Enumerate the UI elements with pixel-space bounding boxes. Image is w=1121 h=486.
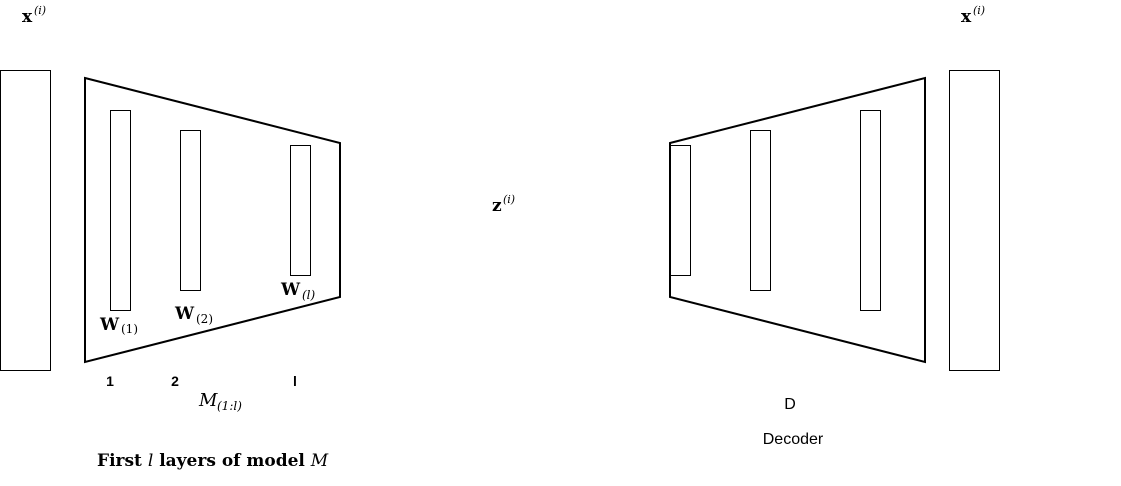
output-symbol: x (961, 7, 972, 27)
decoder-trapezoid (669, 76, 926, 364)
model-label: M (1:l) (198, 390, 242, 413)
caption-l: l (148, 451, 153, 471)
model-symbol: M (198, 390, 218, 411)
decoder-layer-3 (860, 110, 881, 311)
weight-label-1: W (1) (99, 315, 138, 336)
decoder-letter: D (784, 396, 796, 413)
output-superscript: (i) (973, 4, 985, 17)
encoder-layer-1 (110, 110, 131, 311)
encoder-caption: First l layers of model M (97, 451, 329, 471)
output-label: x (i) (961, 4, 985, 27)
decoder-caption: Decoder (763, 431, 824, 448)
encoder-layer-2 (180, 130, 201, 291)
caption-m: M (310, 451, 329, 471)
weight-l-subscript: (l) (302, 288, 316, 302)
caption-first: First (97, 451, 142, 471)
decoder-layer-2 (750, 130, 771, 291)
latent-label: z (i) (492, 193, 515, 216)
weight-2-subscript: (2) (196, 312, 213, 326)
model-subscript: (1:l) (217, 399, 242, 413)
layer-number-l: l (293, 373, 297, 389)
latent-superscript: (i) (503, 193, 515, 206)
input-vector (0, 70, 51, 371)
layer-number-1: 1 (106, 373, 114, 389)
encoder-trapezoid (84, 76, 341, 364)
output-vector (949, 70, 1000, 371)
latent-symbol: z (492, 196, 502, 216)
weight-1-symbol: W (99, 315, 120, 335)
input-label: x (i) (22, 4, 46, 27)
weight-2-symbol: W (174, 304, 195, 324)
input-symbol: x (22, 7, 33, 27)
layer-number-2: 2 (171, 373, 179, 389)
weight-l-symbol: W (280, 280, 301, 300)
input-superscript: (i) (34, 4, 46, 17)
weight-label-l: W (l) (280, 280, 316, 302)
encoder-layer-l (290, 145, 311, 276)
decoder-layer-1 (670, 145, 691, 276)
caption-layers-of-model: layers of model (159, 451, 305, 471)
weight-1-subscript: (1) (121, 322, 138, 336)
weight-label-2: W (2) (174, 304, 213, 326)
